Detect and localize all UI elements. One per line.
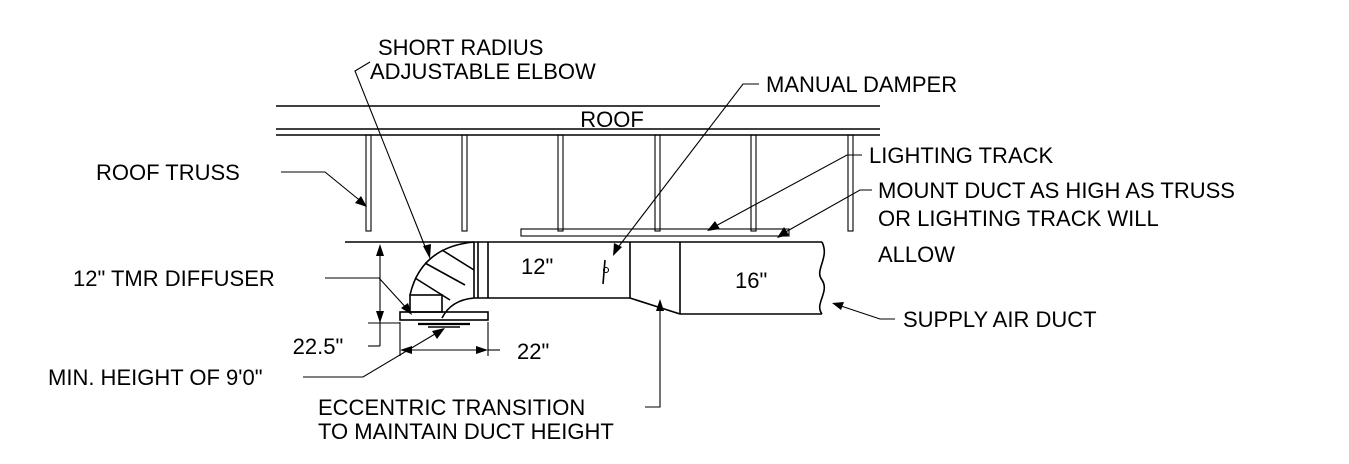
diffuser-label: 12" TMR DIFFUSER bbox=[73, 266, 275, 291]
eccentric-transition bbox=[629, 242, 681, 315]
duct-16-inch: 16" bbox=[680, 241, 826, 315]
roof-truss-label: ROOF TRUSS bbox=[96, 160, 240, 185]
dim-width-label: 22" bbox=[517, 339, 549, 364]
short-radius-label-line1: SHORT RADIUS bbox=[378, 35, 543, 60]
manual-damper-label: MANUAL DAMPER bbox=[766, 72, 957, 97]
supply-air-duct-label: SUPPLY AIR DUCT bbox=[903, 307, 1097, 332]
manual-damper bbox=[602, 242, 631, 298]
roof-label: ROOF bbox=[580, 107, 644, 132]
short-radius-elbow bbox=[409, 241, 475, 319]
eccentric-transition-label-line1: ECCENTRIC TRANSITION bbox=[318, 395, 585, 420]
annotation-labels: SHORT RADIUS ADJUSTABLE ELBOW MANUAL DAM… bbox=[48, 35, 1235, 444]
dimensions: 22.5" 22" bbox=[293, 244, 549, 364]
roof-trusses bbox=[365, 134, 854, 232]
leader-lines bbox=[281, 61, 895, 408]
mount-duct-label-line1: MOUNT DUCT AS HIGH AS TRUSS bbox=[878, 178, 1235, 203]
tmr-diffuser bbox=[399, 311, 489, 328]
lighting-track bbox=[520, 228, 790, 237]
roof-structure: ROOF bbox=[276, 105, 880, 136]
mount-duct-label-line3: ALLOW bbox=[878, 242, 955, 267]
min-height-label: MIN. HEIGHT OF 9'0" bbox=[48, 365, 263, 390]
dim-height-label: 22.5" bbox=[293, 334, 344, 359]
mount-duct-label-line2: OR LIGHTING TRACK WILL bbox=[878, 206, 1159, 231]
duct-12-inch: 12" bbox=[473, 242, 630, 299]
lighting-track-label: LIGHTING TRACK bbox=[869, 143, 1054, 168]
short-radius-label-line2: ADJUSTABLE ELBOW bbox=[370, 59, 596, 84]
duct-12-label: 12" bbox=[521, 254, 553, 279]
duct-16-label: 16" bbox=[735, 268, 767, 293]
eccentric-transition-label-line2: TO MAINTAIN DUCT HEIGHT bbox=[318, 419, 614, 444]
